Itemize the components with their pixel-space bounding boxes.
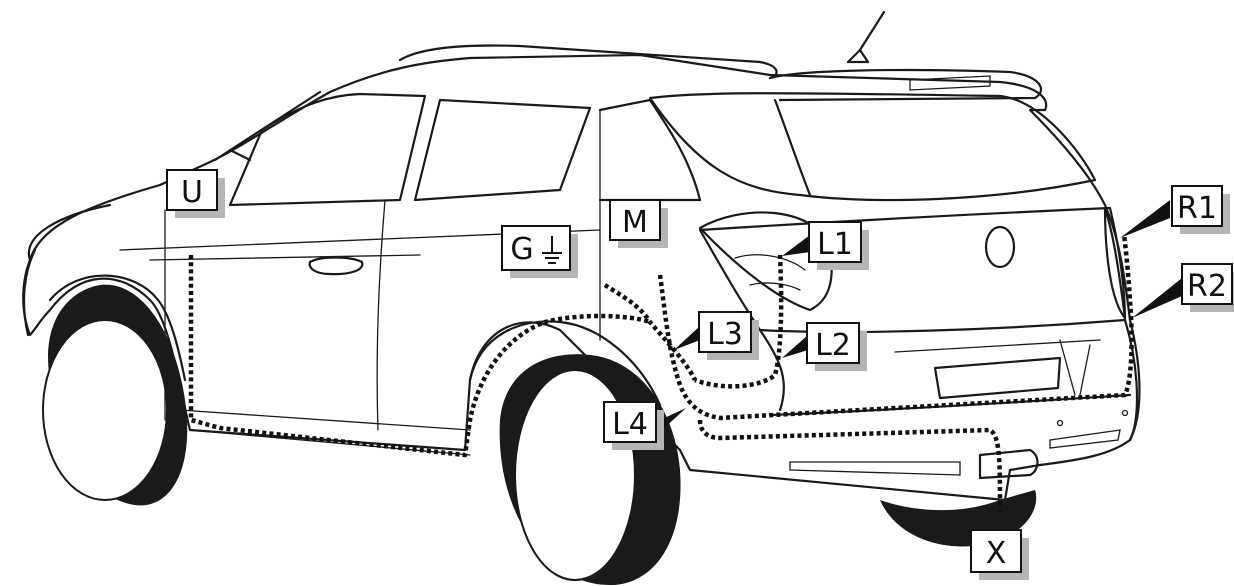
rear-wheel-arch (468, 320, 662, 407)
label-g: G (501, 225, 578, 278)
front-door-window (228, 92, 427, 207)
bumper-lower (789, 429, 1121, 476)
leader-pointers (660, 200, 1182, 432)
ground-symbol-icon (542, 236, 562, 264)
plate-surround (894, 339, 1101, 396)
tailgate (698, 206, 1127, 334)
front-wheel-arch (48, 274, 187, 382)
label-l2-text: L2 (815, 328, 851, 363)
door-handle (308, 256, 364, 276)
right-tail-lamp (1103, 206, 1127, 320)
label-m-text: M (622, 205, 648, 240)
label-l4-text: L4 (612, 407, 648, 442)
label-r1-text: R1 (1177, 191, 1217, 226)
label-l3-text: L3 (707, 317, 743, 352)
sensor-right (1121, 409, 1129, 417)
spoiler-lamp (909, 75, 991, 91)
pointer-r1 (1120, 200, 1170, 238)
tail-lamp (698, 211, 833, 312)
car-body-outline (22, 53, 1141, 502)
rear-wheel (499, 354, 681, 585)
wire-m (657, 234, 1134, 421)
exhaust (978, 448, 1039, 480)
label-u: U (166, 169, 225, 218)
antenna (846, 10, 886, 64)
windshield-edge (213, 90, 322, 162)
label-l3: L3 (698, 311, 759, 360)
label-m: M (609, 199, 668, 248)
front-wheel (42, 284, 188, 506)
sensor-left (1056, 419, 1064, 427)
label-r1: R1 (1171, 185, 1230, 234)
label-l2: L2 (806, 322, 867, 371)
label-l1-text: L1 (817, 227, 853, 262)
door-lines (119, 109, 601, 431)
pointer-l1 (782, 235, 810, 256)
plate-recess (933, 356, 1062, 400)
label-g-text: G (510, 232, 533, 267)
label-u-text: U (181, 175, 203, 210)
rear-windscreen (648, 92, 1097, 202)
rear-pillar (773, 98, 812, 197)
wire-l4 (697, 419, 1003, 516)
label-x-text: X (986, 536, 1007, 571)
label-x: X (970, 529, 1029, 580)
rear-spoiler (768, 68, 1042, 102)
tail-lamp-inner (734, 254, 806, 291)
wire-u (188, 255, 651, 458)
pointer-l4 (660, 408, 686, 432)
label-r2: R2 (1181, 263, 1234, 312)
pointer-r2 (1132, 278, 1182, 318)
pointer-l2 (782, 335, 808, 358)
front-fascia (22, 203, 112, 337)
label-l1: L1 (808, 221, 869, 270)
rear-door-window (413, 98, 592, 202)
label-r2-text: R2 (1187, 269, 1227, 304)
wiring-harness (188, 234, 1134, 516)
rear-quarter-panel (598, 98, 702, 202)
wire-g (603, 283, 698, 382)
label-l4: L4 (603, 401, 664, 450)
wire-l1 (694, 254, 784, 389)
roof-rail (398, 44, 778, 80)
pointer-l3 (674, 326, 700, 350)
rear-badge (984, 225, 1016, 269)
